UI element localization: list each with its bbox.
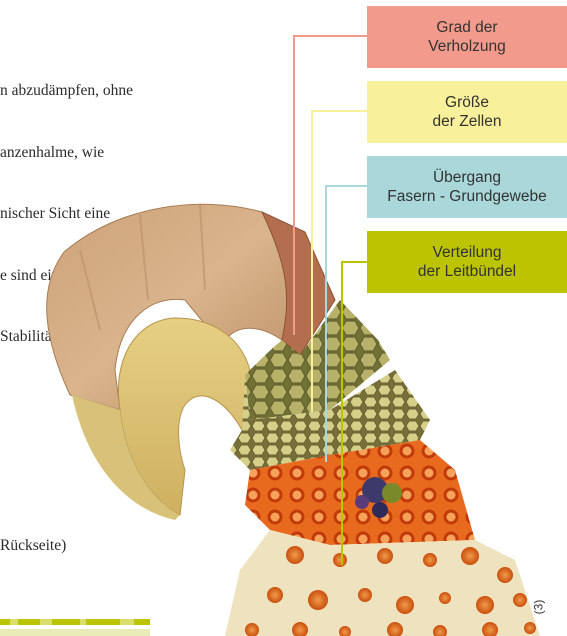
label-line: der Leitbündel: [418, 262, 516, 281]
label-line: der Zellen: [433, 112, 502, 131]
label-fiber-transition: Übergang Fasern - Grundgewebe: [367, 156, 567, 218]
label-cell-size: Größe der Zellen: [367, 81, 567, 143]
label-line: Grad der: [436, 18, 497, 37]
label-line: Verholzung: [428, 37, 506, 56]
label-lignification-degree: Grad der Verholzung: [367, 6, 567, 68]
label-line: Fasern - Grundgewebe: [387, 187, 546, 206]
label-line: Übergang: [433, 168, 501, 187]
image-credit: (3): [531, 600, 545, 615]
label-vascular-distribution: Verteilung der Leitbündel: [367, 231, 567, 293]
label-line: Größe: [445, 93, 489, 112]
figure-caption: Rückseite): [0, 537, 66, 555]
decorative-strip: [0, 619, 150, 636]
label-line: Verteilung: [433, 243, 502, 262]
